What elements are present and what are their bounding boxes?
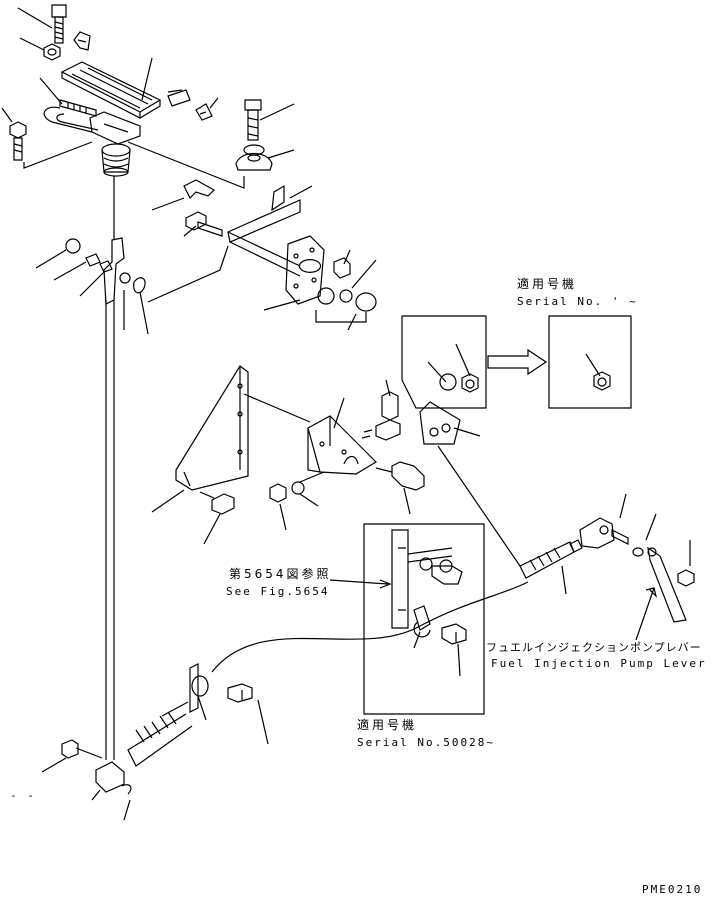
left-bolt — [10, 122, 26, 160]
see-fig-label-en: See Fig.5654 — [226, 585, 330, 598]
pin — [168, 90, 190, 106]
see-fig-arrow — [330, 580, 390, 588]
fuel-lever-label-en: Fuel Injection Pump Lever — [491, 657, 707, 670]
stud — [60, 100, 96, 116]
snap-clip — [196, 104, 212, 120]
serial-box-bottom — [364, 524, 484, 714]
lower-cable-end — [42, 664, 268, 820]
dash-mark: - - — [10, 789, 36, 802]
fuel-lever-label-jp: フュエルインジェクションポンプレバー — [486, 641, 702, 654]
mount-bracket — [152, 366, 424, 544]
clip — [74, 32, 90, 50]
arrow-to-serial — [488, 350, 546, 374]
see-fig-label-jp: 第5654図参照 — [229, 567, 332, 581]
pedal-boot — [90, 112, 140, 176]
serial-top-label-jp: 適用号機 — [517, 277, 578, 291]
cable-bracket — [420, 402, 520, 566]
serial-bottom-label-jp: 適用号機 — [357, 718, 418, 732]
stopper — [236, 100, 272, 170]
top-bolt — [52, 5, 66, 43]
serial-box-left — [402, 316, 486, 408]
serial-bottom-label-en: Serial No.50028~ — [357, 736, 495, 749]
lever-rod — [36, 176, 228, 760]
pedal-plate — [62, 62, 160, 118]
throttle-cable — [212, 494, 694, 672]
serial-box-right — [549, 316, 631, 408]
u-bolt — [44, 107, 98, 132]
pedal-assembly — [2, 5, 294, 176]
shaft-assembly — [128, 142, 376, 330]
nut — [44, 44, 60, 60]
figure-code: PME0210 — [642, 883, 703, 896]
serial-top-label-en: Serial No. ' ~ — [517, 295, 638, 308]
